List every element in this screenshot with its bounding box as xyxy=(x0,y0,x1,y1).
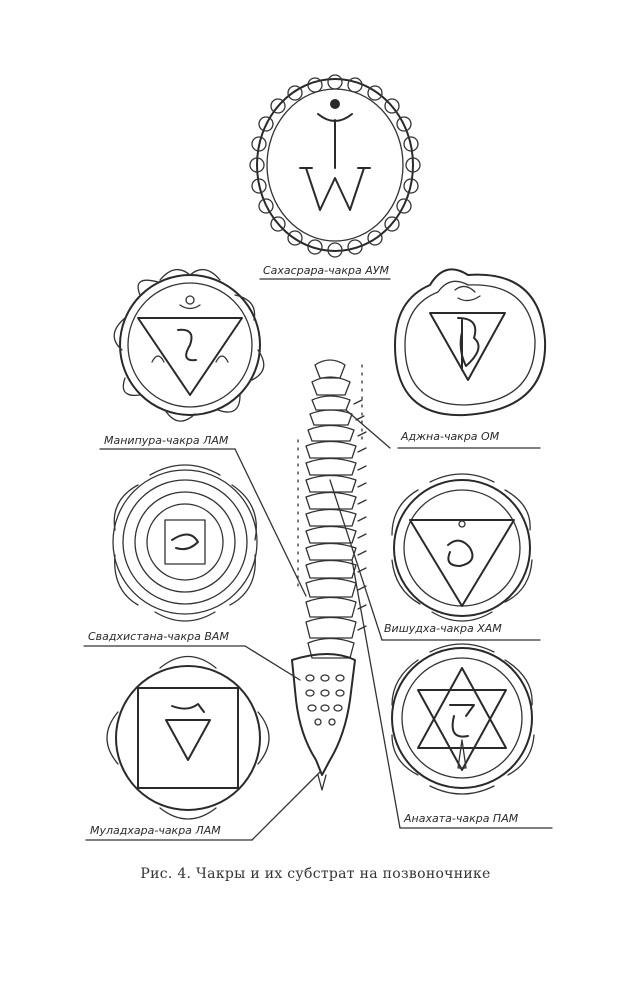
sahasrara-label: Сахасрара-чакра АУМ xyxy=(263,264,389,277)
spine-illustration xyxy=(291,359,367,791)
muladhara-chakra-symbol xyxy=(106,655,270,820)
vishuddha-chakra-symbol xyxy=(391,473,533,622)
vishuddha-label: Вишудха-чакра ХАМ xyxy=(384,622,502,635)
svadhisthana-label: Свадхистана-чакра ВАМ xyxy=(88,630,229,643)
figure-caption: Рис. 4. Чакры и их субстрат на позвоночн… xyxy=(140,866,491,882)
leader-lines xyxy=(234,409,401,841)
anahata-label: Анахата-чакра ПАМ xyxy=(403,812,519,825)
muladhara-label: Муладхара-чакра ЛАМ xyxy=(90,824,221,837)
sahasrara-chakra-symbol xyxy=(249,74,421,258)
ajna-chakra-symbol xyxy=(394,268,547,417)
anahata-chakra-symbol xyxy=(391,643,535,795)
manipura-label: Манипура-чакра ЛАМ xyxy=(104,434,229,447)
manipura-chakra-symbol xyxy=(113,268,265,422)
svadhisthana-chakra-symbol xyxy=(112,464,258,622)
ajna-label: Аджна-чакра ОМ xyxy=(400,430,500,443)
